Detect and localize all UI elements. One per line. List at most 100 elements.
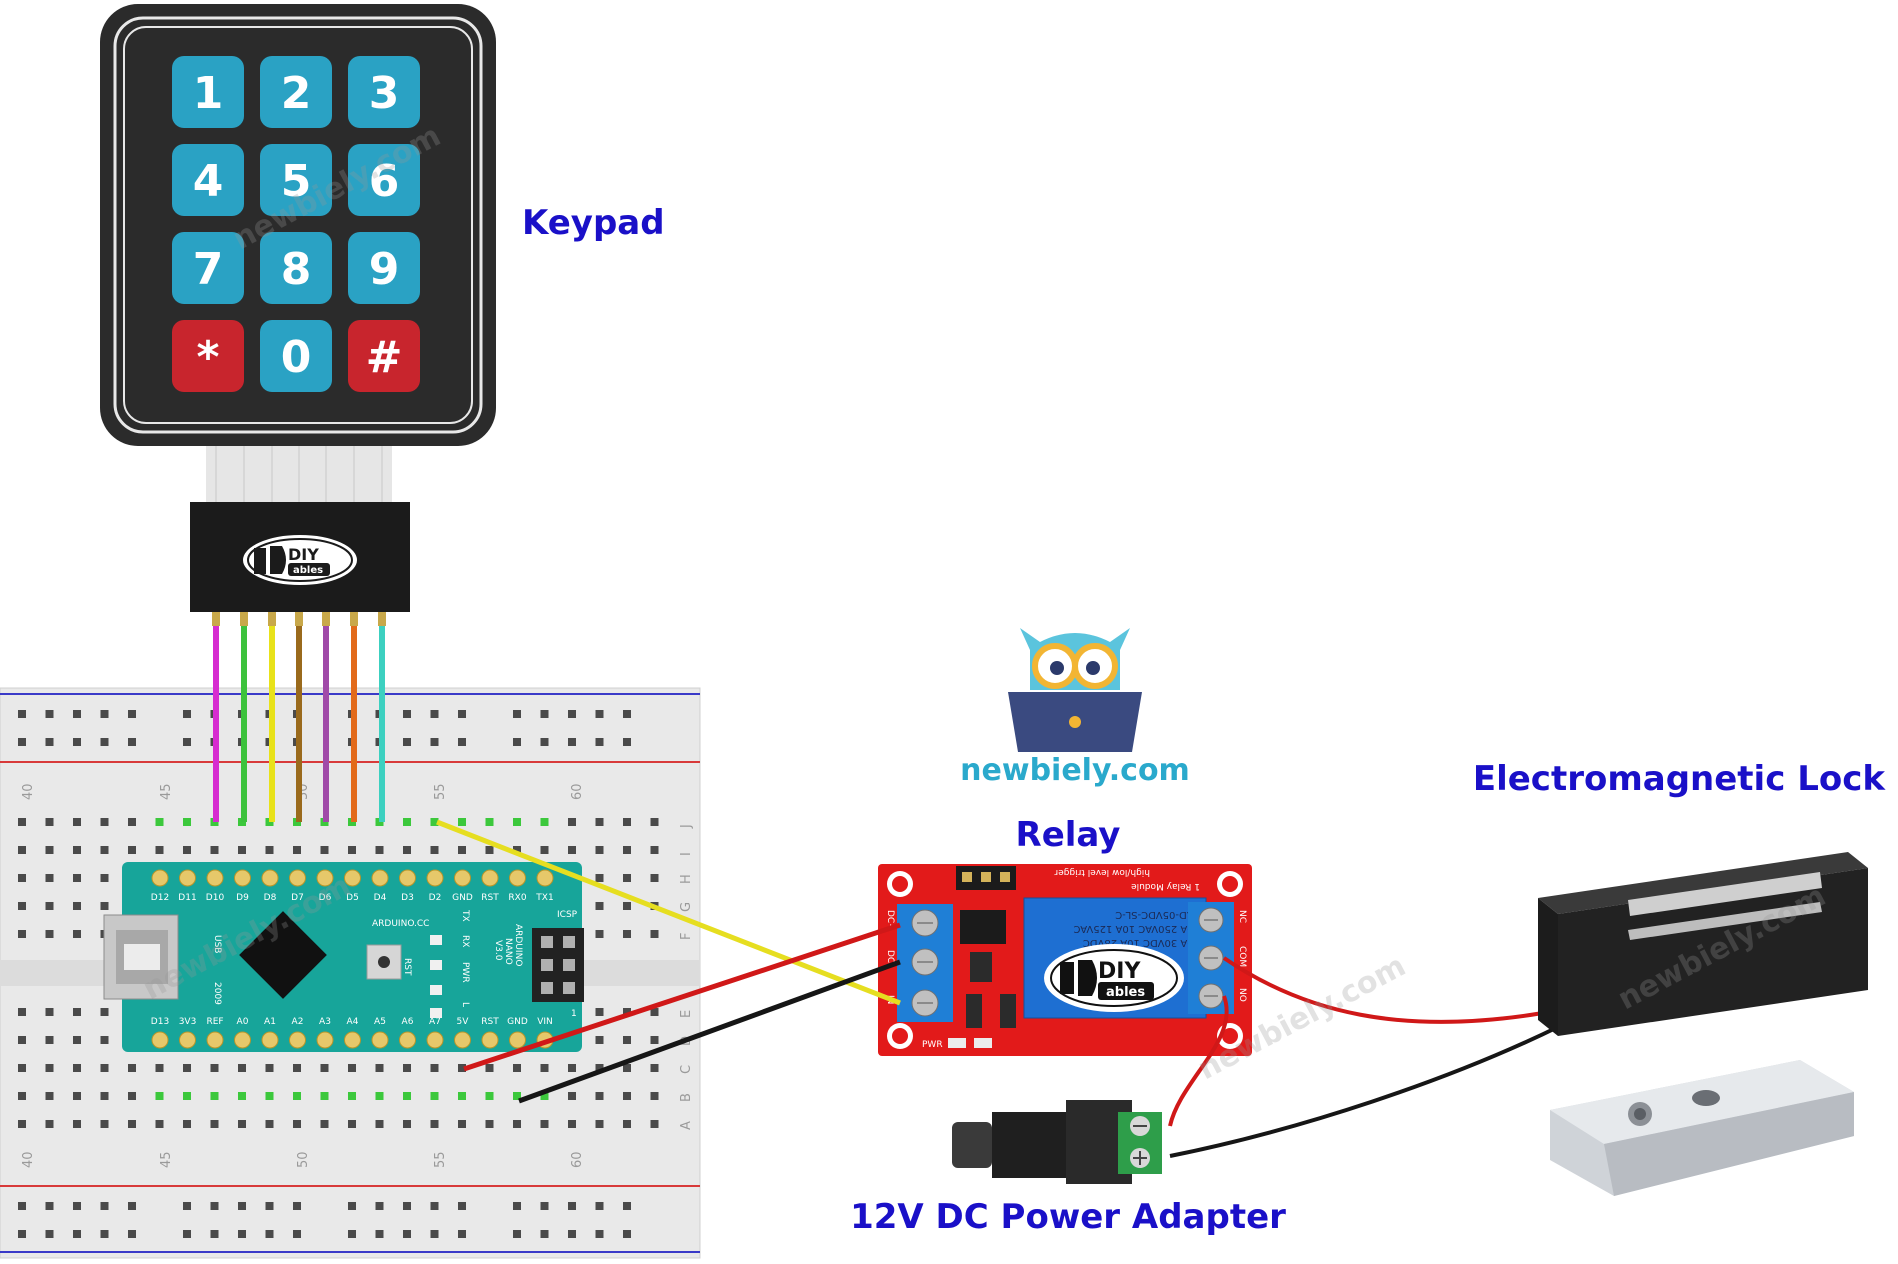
keypad-key[interactable]: 1 [172,56,244,128]
breadboard-hole [155,1064,164,1072]
rail-hole [210,1202,219,1210]
breadboard-hole [403,846,411,854]
breadboard-hole [45,846,54,854]
nano-pad [536,869,554,887]
nano-pin-label: RX0 [508,893,526,903]
breadboard-hole [485,1120,494,1128]
relay-model-text: SRD-05VDC-SL-C [1115,909,1200,920]
breadboard-hole [595,818,604,826]
rail-hole [18,738,26,746]
nano-pin-label: D13 [151,1017,169,1027]
side-label-rx: RX [460,935,470,947]
rail-hole [595,1202,604,1210]
breadboard-hole [238,846,246,854]
breadboard-hole [650,874,659,882]
breadboard-hole [73,818,81,826]
breadboard-hole [375,1064,384,1072]
breadboard-hole [513,1120,521,1128]
keypad-key[interactable]: 6 [348,144,420,216]
keypad-key[interactable]: 2 [260,56,332,128]
rail-hole [128,738,136,746]
rail-hole [403,1230,411,1238]
logo-sub-text: ables [293,565,323,576]
rail-hole [595,738,604,746]
keypad-key[interactable]: 8 [260,232,332,304]
nano-pin-label: D2 [429,893,442,903]
keypad-key[interactable]: 7 [172,232,244,304]
breadboard-hole [183,1064,191,1072]
rail-hole [623,710,631,718]
logo-main-text: DIY [1098,959,1141,984]
rail-hole [513,1202,521,1210]
rail-hole [375,1202,384,1210]
breadboard-hole [623,1092,631,1100]
breadboard-hole [155,846,164,854]
breadboard-hole [73,1008,81,1016]
rail-hole [623,738,631,746]
breadboard-hole [623,902,631,910]
rail-hole [540,738,549,746]
rail-hole [458,1202,466,1210]
breadboard-hole [18,846,26,854]
nano-pin-label: D10 [206,893,225,903]
breadboard-hole [595,1008,604,1016]
terminal-dc-plus: DC+ [885,910,895,931]
breadboard-hole [18,930,26,938]
rail-hole [45,710,54,718]
breadboard-hole [540,1064,549,1072]
nano-pad [344,869,361,887]
key-label: 1 [193,68,224,119]
breadboard-hole [45,818,54,826]
rail-hole [458,710,466,718]
rail-hole [100,738,109,746]
rail-hole [293,1230,301,1238]
breadboard-hole [650,930,659,938]
rail-hole [210,1230,219,1238]
breadboard-hole [18,1036,26,1044]
breadboard-hole [485,1092,494,1100]
newbiely-logo [1008,628,1142,752]
gnd-wire [518,959,901,1104]
keypad-key[interactable]: 0 [260,320,332,392]
nano-pin-label: D8 [264,893,277,903]
keypad-key[interactable]: 4 [172,144,244,216]
relay-jumper [956,866,1016,890]
keypad-key[interactable]: 3 [348,56,420,128]
usb-connector [103,914,179,1000]
wire-pin [295,612,303,626]
bb-row-letter: A [679,1121,694,1130]
breadboard-hole [485,846,494,854]
rail-hole [568,1202,576,1210]
icsp-label: ICSP [557,910,578,920]
keypad-key[interactable]: 9 [348,232,420,304]
nano-pad [481,869,499,887]
nano-pin-label: D4 [374,893,387,903]
breadboard-hole [540,1092,549,1100]
breadboard-hole [623,1036,631,1044]
rail-hole [128,710,136,718]
rail-hole [403,710,411,718]
nano-pad [509,869,526,887]
key-cap [348,144,420,216]
bb-number-top: 45 [159,783,174,800]
relay-rating-2: 10A 30VDC 10A 28VDC [1083,937,1200,948]
bb-row-letter: H [679,874,694,884]
breadboard-hole [540,818,549,826]
nano-pin-pads [151,869,554,1049]
breadboard-hole [513,818,521,826]
keypad-connector-logo: DIY ables [241,533,359,587]
rail-hole [430,1230,439,1238]
breadboard-hole [375,1120,384,1128]
keypad-key[interactable]: # [348,320,420,392]
breadboard-hole [183,1120,191,1128]
keypad-key[interactable]: 5 [260,144,332,216]
nano-pin-label: A6 [402,1017,414,1027]
adapter-positive-wire [1168,995,1229,1127]
breadboard-hole [73,1092,81,1100]
rail-hole [430,1202,439,1210]
nano-pad [426,869,444,887]
terminal-nc: NC [1237,910,1247,923]
key-label: 9 [369,244,400,295]
keypad-key[interactable]: * [172,320,244,392]
